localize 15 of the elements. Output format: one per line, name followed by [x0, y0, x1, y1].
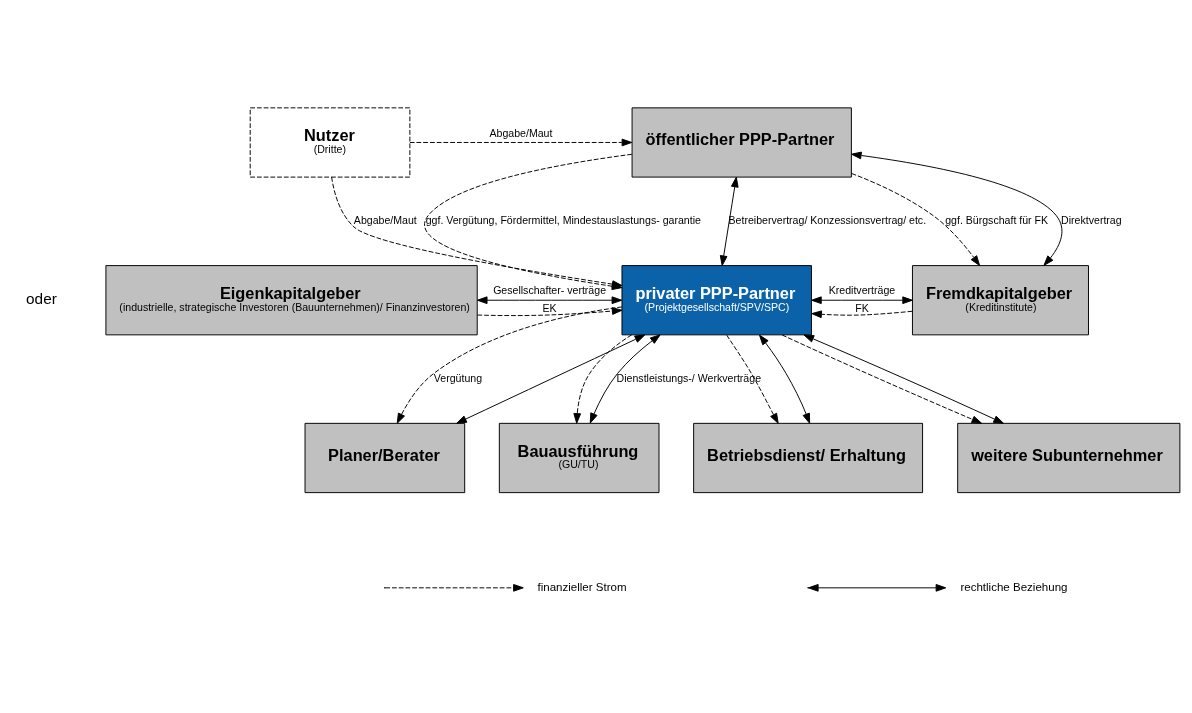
legend-label: finanzieller Strom	[537, 580, 627, 593]
edge-label: Abgabe/Maut	[489, 126, 553, 139]
edge-label: EK	[542, 301, 557, 314]
edge-label: ggf. Vergütung, Fördermittel, Mindestauslastungs- garantie	[425, 214, 701, 227]
edge-label: Gesellschafter- verträge	[493, 284, 607, 297]
label: oder	[26, 289, 57, 307]
edge-label: Kreditverträge	[828, 284, 896, 297]
edge-label: FK	[855, 301, 869, 314]
edge-label: Direktvertrag	[1061, 214, 1122, 227]
edge-label: Vergütung	[433, 371, 483, 384]
edge-label: Abgabe/Maut	[353, 214, 417, 227]
edge-label: Betreibervertrag/ Konzessionsvertrag/ etc.	[728, 214, 927, 227]
edge-label: Dienstleistungs-/ Werkverträge	[616, 371, 762, 384]
legend-label: rechtliche Beziehung	[960, 580, 1068, 593]
edge-label: ggf. Bürgschaft für FK	[945, 214, 1049, 227]
